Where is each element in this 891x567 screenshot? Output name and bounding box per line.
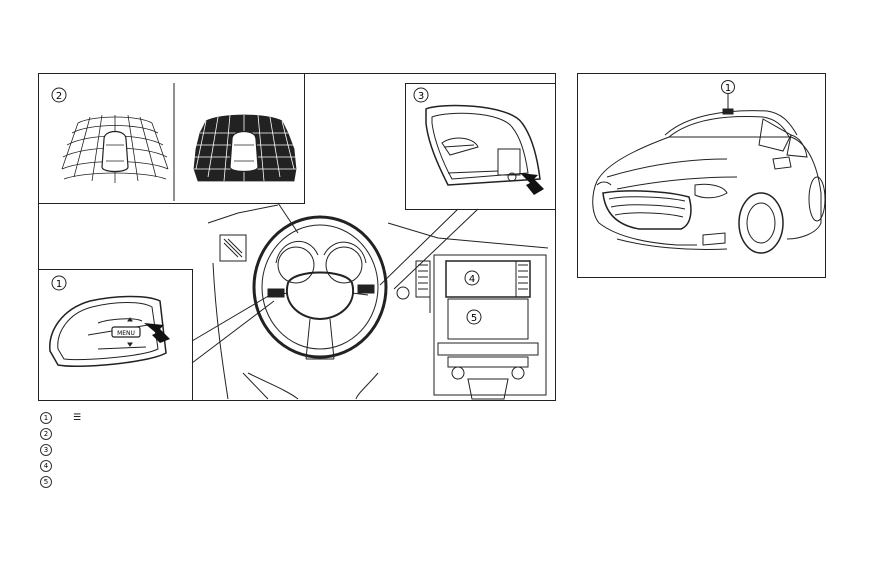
legend-item: 5 xyxy=(40,474,560,490)
callout-3: 3 xyxy=(413,87,429,103)
arrow-icon xyxy=(520,173,544,195)
dashboard-drawing xyxy=(207,204,549,400)
legend: 1 ☰ 2 3 4 5 xyxy=(40,410,560,490)
main-illustration-panel: MENU 2 3 1 4 5 xyxy=(38,73,556,401)
legend-number: 1 xyxy=(40,412,52,424)
legend-item: 1 ☰ xyxy=(40,410,560,426)
car-illustration: 1 xyxy=(577,73,826,278)
camera-view-normal xyxy=(61,114,169,183)
svg-text:1: 1 xyxy=(56,279,62,290)
svg-text:1: 1 xyxy=(725,83,731,94)
callout-4: 4 xyxy=(464,270,480,286)
callout-5: 5 xyxy=(466,309,482,325)
legend-number: 2 xyxy=(40,428,52,440)
inset-left-switch: MENU xyxy=(38,269,275,401)
legend-item: 2 xyxy=(40,426,560,442)
callout-1: 1 xyxy=(51,275,67,291)
legend-number: 5 xyxy=(40,476,52,488)
camera-view-birdseye xyxy=(193,114,297,182)
legend-number: 4 xyxy=(40,460,52,472)
list-icon: ☰ xyxy=(73,413,82,423)
callout-2: 2 xyxy=(51,87,67,103)
legend-item: 4 xyxy=(40,458,560,474)
legend-number: 3 xyxy=(40,444,52,456)
car-callout-1: 1 xyxy=(721,80,735,94)
menu-switch-label: MENU xyxy=(117,330,135,337)
svg-text:3: 3 xyxy=(418,91,424,102)
inset-camera-views xyxy=(38,73,305,234)
svg-text:5: 5 xyxy=(471,313,477,324)
arrow-icon xyxy=(144,323,170,343)
svg-text:4: 4 xyxy=(469,274,475,285)
car-exterior-panel: 1 xyxy=(577,73,826,278)
svg-text:2: 2 xyxy=(56,91,62,102)
inset-right-switch xyxy=(379,83,556,290)
legend-item: 3 xyxy=(40,442,560,458)
dashboard-illustration: MENU 2 3 1 4 5 xyxy=(38,73,556,401)
